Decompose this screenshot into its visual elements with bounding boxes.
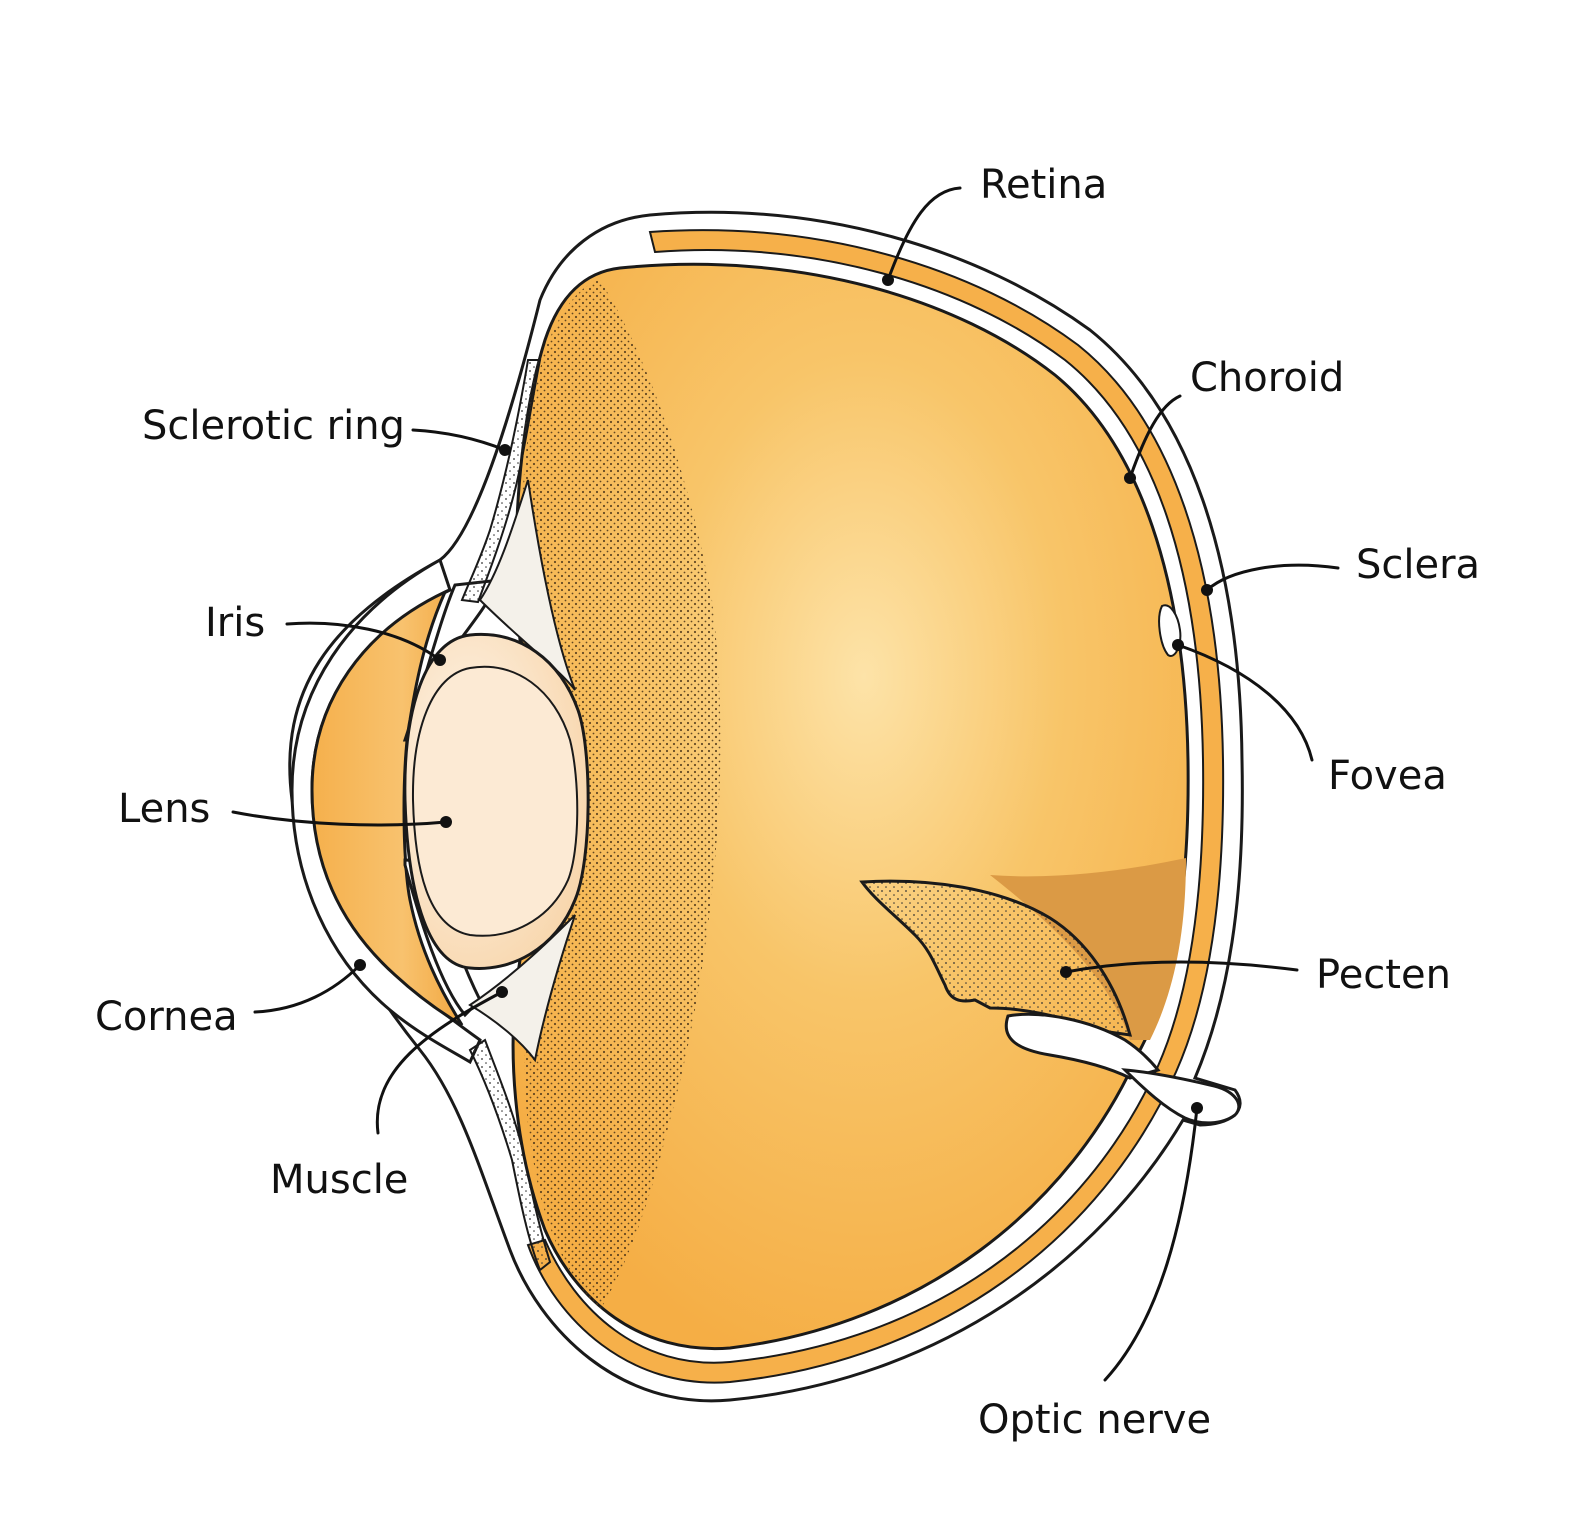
label-sclera: Sclera: [1356, 542, 1480, 588]
label-cornea: Cornea: [95, 994, 238, 1040]
retina-dot: [882, 274, 894, 286]
label-lens: Lens: [118, 786, 210, 832]
lens-inner-contour: [413, 667, 577, 936]
sclera-dot: [1201, 584, 1213, 596]
label-retina: Retina: [980, 162, 1107, 208]
sclerotic-ring-leader: [413, 430, 505, 450]
sclerotic-ring-dot: [499, 444, 511, 456]
label-pecten: Pecten: [1316, 952, 1451, 998]
label-muscle: Muscle: [270, 1157, 408, 1203]
cornea-leader: [255, 965, 360, 1012]
lens-dot: [440, 816, 452, 828]
label-iris: Iris: [205, 600, 265, 646]
cornea-dot: [354, 959, 366, 971]
fovea-dot: [1172, 639, 1184, 651]
choroid-dot: [1124, 472, 1136, 484]
label-optic-nerve: Optic nerve: [978, 1397, 1211, 1443]
label-choroid: Choroid: [1190, 355, 1344, 401]
muscle-dot: [496, 986, 508, 998]
pecten-dot: [1060, 966, 1072, 978]
optic-nerve-dot: [1191, 1102, 1203, 1114]
label-sclerotic-ring: Sclerotic ring: [142, 403, 405, 449]
iris-dot: [434, 654, 446, 666]
label-fovea: Fovea: [1328, 753, 1447, 799]
